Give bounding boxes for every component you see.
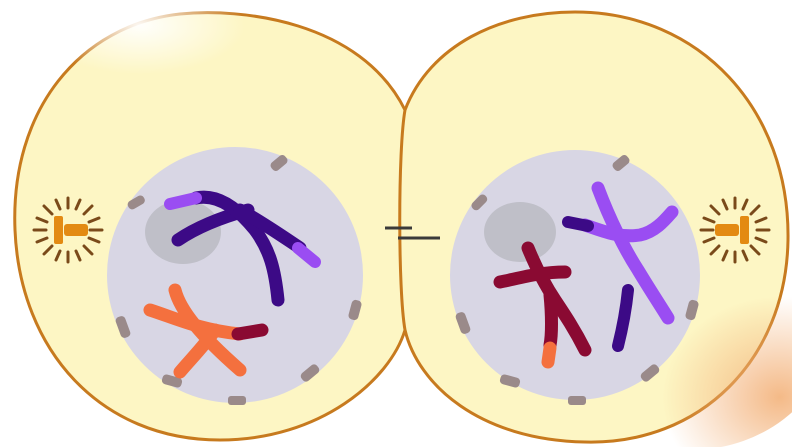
nuclear-pore: [568, 396, 586, 405]
right-chromosome-orange-tip: [548, 348, 550, 362]
left-centriole-vertical: [54, 216, 63, 244]
left-chromosome-maroon-tip: [238, 330, 262, 334]
left-nucleus: [107, 147, 363, 405]
left-cell-gloss: [50, 0, 350, 140]
left-centrosome: [34, 198, 102, 262]
nuclear-pore: [228, 396, 246, 405]
right-nuclear-envelope: [450, 150, 700, 400]
right-centriole-horizontal: [715, 224, 739, 236]
right-centriole-vertical: [740, 216, 749, 244]
right-nucleolus: [484, 202, 556, 262]
left-centriole-horizontal: [64, 224, 88, 236]
right-centrosome: [701, 198, 769, 262]
